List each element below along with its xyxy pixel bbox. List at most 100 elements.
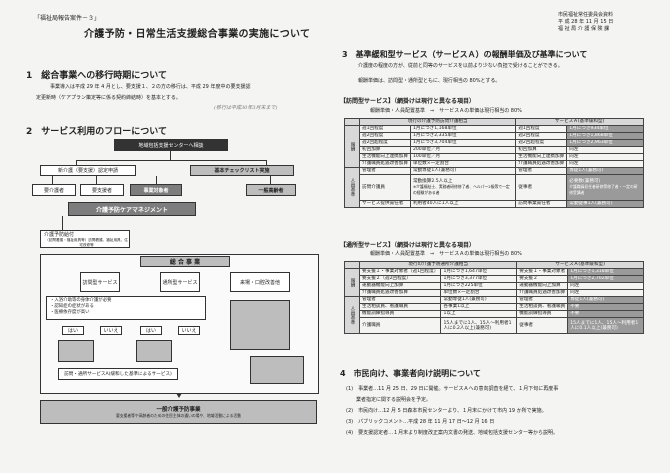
visit-cell: 介護職員処遇改善加算 <box>515 160 568 168</box>
day-staff-cell: 不要 <box>567 303 644 311</box>
visit-staff-note: ※介護福祉士、実務者研修修了者、ヘルパー2級等で一定の経験がある者 <box>412 184 510 195</box>
section-1-body-2: 定更新時（ケアプラン策定等に係る契約締結時）を基本とする。 <box>36 95 181 101</box>
day-cell: 介護職員処遇改善加算 <box>516 289 569 297</box>
day-cell: 1月につき3,377単位 <box>440 275 518 283</box>
svc-a-bottom: 訪問・通所サービスA(緩和した基準によるサービス) <box>58 368 178 380</box>
visit-table: 現行の介護予防訪問介護相当 サービスＡ(基準緩和型) 報酬 週1回程度 1月につ… <box>344 118 644 208</box>
section-3-heading: 3 基準緩和型サービス（サービスＡ）の報酬単価及び基準について <box>342 50 588 59</box>
section-4-item: (2) 市民向け…12 月 5 日森本市民センターより、１月末にかけて市内 19… <box>346 408 547 414</box>
section-4-item: (1) 事業者…11 月 25 日、29 日に開催。サービスＡへの意向調査を経て… <box>346 386 559 392</box>
day-cell: 要支援２ <box>516 275 569 283</box>
day-cell: 1月につき2,702単位 <box>567 275 644 283</box>
visit-cell: 100単位／月 <box>409 153 517 161</box>
day-cell: 要支援１・事業対象者（週1回程度） <box>358 268 442 276</box>
flow-plan-sub: （訪問看護・福祉用具等）訪問看護、福祉用具、住宅改修等 <box>45 237 128 247</box>
visit-cell: 週2回超程度 <box>515 139 568 147</box>
flow-tier-certification: 新介護（要支援）認定申請 <box>40 165 136 176</box>
visit-staff-note: 介護職員初任者研修等修了者・一定の研修受講者 <box>569 184 638 195</box>
flow-person-eligible: 事業対象者 <box>130 184 182 196</box>
svc-other-detail <box>230 300 290 350</box>
visit-cell: 200単位／月 <box>409 146 517 154</box>
visit-cell: 初回加算 <box>359 146 411 154</box>
svc-visit: 訪問型サービス <box>80 272 120 292</box>
svc-condition-box: ・入浴介助等の身体介護が必要 ・認知症の症状がある ・医療依存度が高い <box>46 296 206 320</box>
visit-rate: 報酬単価・人員配置基準 ⇒ サービスＡの単価は現行相当の 80% <box>370 108 522 114</box>
visit-cell: 生活機能向上連携加算 <box>515 153 568 161</box>
visit-staff-cell: 従事者 <box>515 174 568 201</box>
day-staff-cell: 管理者 <box>358 296 442 304</box>
visit-cell: 週2回程度 <box>515 132 568 140</box>
day-cell: 1月につき225単位 <box>440 282 518 290</box>
no-2: いいえ <box>178 326 200 335</box>
day-cell: 単位数×一定割合 <box>440 289 518 297</box>
svc-condition-b: ・認知症の症状がある <box>50 304 94 309</box>
visit-fee-label: 報酬 <box>344 125 360 168</box>
day-staff-cell: 管理者 <box>516 296 569 304</box>
yes-1: はい <box>62 326 84 335</box>
visit-staff-cell: 利用者40人に1人以上 <box>409 200 517 208</box>
day-cell: 1月につき1,318単位 <box>567 268 644 276</box>
section-1-heading: 1 総合事業への移行時期について <box>26 71 167 81</box>
general-prevention-sub: 要支援者等や高齢者のための住民主体の通いの場や、地域活動による活動 <box>115 413 242 418</box>
visit-cell: 生活機能向上連携加算 <box>359 153 411 161</box>
svc-current-visit <box>58 340 94 362</box>
visit-cell: 1月につき934単位 <box>566 125 644 133</box>
section-2-heading: 2 サービス利用のフローについて <box>26 127 167 137</box>
flow-person-general-elderly: 一般高齢者 <box>246 184 296 196</box>
visit-head-current: 現行の介護予防訪問介護相当 <box>358 118 517 126</box>
svc-day: 通所型サービス <box>160 272 200 292</box>
flow-consult-center: 地域包括支援センターへ相談 <box>114 139 228 151</box>
handwritten-note: (移行は平成30年3月末まで) <box>214 105 278 111</box>
day-cell: 1月につき1,647単位 <box>440 268 518 276</box>
day-staff-cell: 各事業1以上 <box>440 303 518 311</box>
day-staff-cell: 従事者 <box>516 317 569 334</box>
visit-staff-cell: 管理者 <box>359 167 411 175</box>
meta-division: 福 祉 局 介 護 保 険 課 <box>558 26 610 32</box>
visit-staff-cell: 常勤換算2.5人以上 ※介護福祉士、実務者研修修了者、ヘルパー2級等で一定の経験… <box>409 174 517 201</box>
meta-block: 市民福祉常任委員会資料 平 成 28 年 11 月 15 日 福 祉 局 介 護… <box>558 12 613 33</box>
day-title: 【通所型サービス】（網掛けは現行と異なる項目） <box>340 242 476 249</box>
visit-staff-text: 常勤換算2.5人以上 <box>412 179 453 184</box>
yes-2: はい <box>140 326 162 335</box>
svc-condition-a: ・入浴介助等の身体介護が必要 <box>50 298 112 303</box>
day-head-a: サービスＡ(基準緩和型) <box>516 261 644 269</box>
day-staff-cell: 常勤専従1人(兼務可) <box>440 296 518 304</box>
general-prevention-title: 一般介護予防事業 <box>156 407 201 413</box>
visit-cell: 週2回程度 <box>359 132 411 140</box>
report-tag: 「福祉局報告案件－３」 <box>34 15 101 22</box>
visit-cell: 同左 <box>566 160 644 168</box>
visit-staff-cell: 常勤従事1人(兼務可) <box>566 200 644 208</box>
visit-cell: 週1回程度 <box>515 125 568 133</box>
visit-staff-label: 人員基準 <box>344 167 360 208</box>
flow-tier-checklist: 基本チェックリスト実施 <box>190 165 294 176</box>
visit-staff-cell: 必要数(兼務可) 介護職員初任者研修等修了者・一定の研修受講者 <box>566 174 644 201</box>
flow-plan-box: 介護予防給付 （訪問看護・福祉用具等）訪問看護、福祉用具、住宅改修等 <box>40 230 130 248</box>
day-cell: 運動器機能向上加算 <box>516 282 569 290</box>
day-cell: 運動器機能向上加算 <box>358 282 442 290</box>
day-staff-cell: 機能訓練指導員 <box>358 310 442 318</box>
day-staff-cell: 機能訓練指導員 <box>516 310 569 318</box>
section-4-item: (4) 要支援認定者…１月末より制度改正案内文書の発送、地域包括支援センター等か… <box>346 430 558 436</box>
section-4-list: (1) 事業者…11 月 25 日、29 日に開催。サービスＡへの意向調査を経て… <box>346 384 656 439</box>
day-staff-cell: 介護職員 <box>358 317 442 334</box>
svc-current-day <box>136 340 172 362</box>
visit-head-a: サービスＡ(基準緩和型) <box>515 118 644 126</box>
visit-cell: 週2回超程度 <box>359 139 411 147</box>
visit-cell: 1月につき2,335単位 <box>409 132 517 140</box>
day-table: 現行の介護予防通所介護相当 サービスＡ(基準緩和型) 報酬 要支援１・事業対象者… <box>344 261 644 334</box>
day-staff-cell: 15人までに1人、15人～利用者1人に0.1人以上(兼務可) <box>567 317 644 334</box>
document-title: 介護予防・日常生活支援総合事業の実施について <box>84 29 311 40</box>
day-head-blank <box>344 261 360 269</box>
general-prevention-box: 一般介護予防事業 要支援者等や高齢者のための住民主体の通いの場や、地域活動による… <box>40 400 317 424</box>
visit-head-blank <box>344 118 360 126</box>
day-staff-cell: 15人までに1人、15人～利用者1人に0.2人以上(兼務可) <box>440 317 518 334</box>
section-1-body-1: 事業導入は平成 29 年 4 月とし、要支援１、２の方の移行は、平成 29 年度… <box>50 84 251 90</box>
visit-staff-cell: 訪問事業責任者 <box>515 200 568 208</box>
visit-staff-cell: 専従1人(兼務可) <box>566 167 644 175</box>
visit-cell: 介護職員処遇改善加算 <box>359 160 411 168</box>
day-staff-cell: 不要 <box>567 310 644 318</box>
day-staff-cell: 1以上 <box>440 310 518 318</box>
day-staff-cell: 生活相談員、看護職員 <box>358 303 442 311</box>
day-staff-cell: 専従1人(兼務可) <box>567 296 644 304</box>
